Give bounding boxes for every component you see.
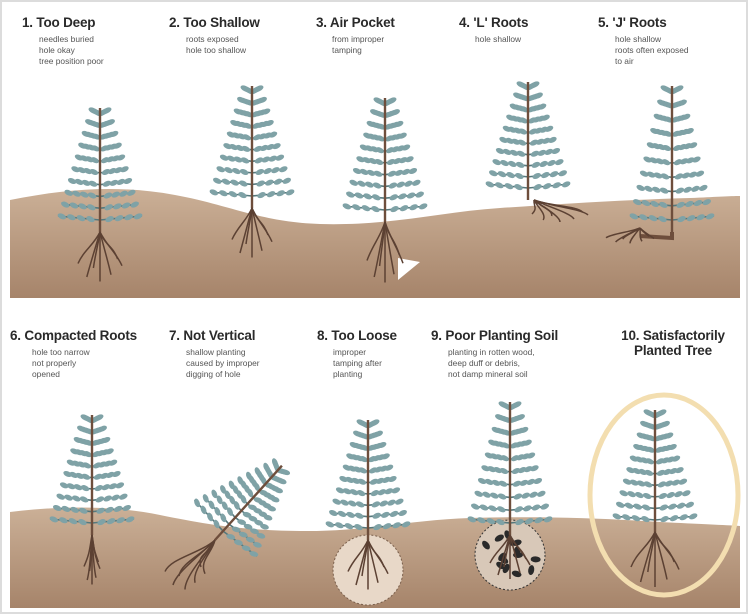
panel-7-label: 7. Not Vertical shallow planting caused …	[169, 328, 260, 380]
panel-description: from improper tamping	[332, 34, 395, 56]
panel-title: 3. Air Pocket	[316, 15, 395, 30]
panel-title: 9. Poor Planting Soil	[431, 328, 558, 343]
panel-description: hole shallow roots often exposed to air	[615, 34, 689, 67]
panel-4-label: 4. 'L' Roots hole shallow	[459, 15, 528, 45]
panel-2-label: 2. Too Shallow roots exposed hole too sh…	[169, 15, 260, 56]
panel-description: shallow planting caused by improper digg…	[186, 347, 260, 380]
panel-1-label: 1. Too Deep needles buried hole okay tre…	[22, 15, 104, 67]
panel-title: 2. Too Shallow	[169, 15, 260, 30]
panel-3-label: 3. Air Pocket from improper tamping	[316, 15, 395, 56]
panel-8-label: 8. Too Loose improper tamping after plan…	[317, 328, 397, 380]
panel-title: 5. 'J' Roots	[598, 15, 689, 30]
panel-description: planting in rotten wood, deep duff or de…	[448, 347, 558, 380]
panel-title: 4. 'L' Roots	[459, 15, 528, 30]
panel-description: hole too narrow not properly opened	[32, 347, 137, 380]
panel-description: roots exposed hole too shallow	[186, 34, 260, 56]
panel-title: 7. Not Vertical	[169, 328, 260, 343]
panel-5-label: 5. 'J' Roots hole shallow roots often ex…	[598, 15, 689, 67]
panel-title: 1. Too Deep	[22, 15, 104, 30]
panel-title: 6. Compacted Roots	[10, 328, 137, 343]
panel-10-label: 10. Satisfactorily Planted Tree	[608, 328, 738, 358]
panel-description: needles buried hole okay tree position p…	[39, 34, 104, 67]
panel-6-label: 6. Compacted Roots hole too narrow not p…	[10, 328, 137, 380]
panel-9-label: 9. Poor Planting Soil planting in rotten…	[431, 328, 558, 380]
panel-title: 8. Too Loose	[317, 328, 397, 343]
panel-description: improper tamping after planting	[333, 347, 397, 380]
panel-title: 10. Satisfactorily Planted Tree	[608, 328, 738, 358]
panel-description: hole shallow	[475, 34, 528, 45]
